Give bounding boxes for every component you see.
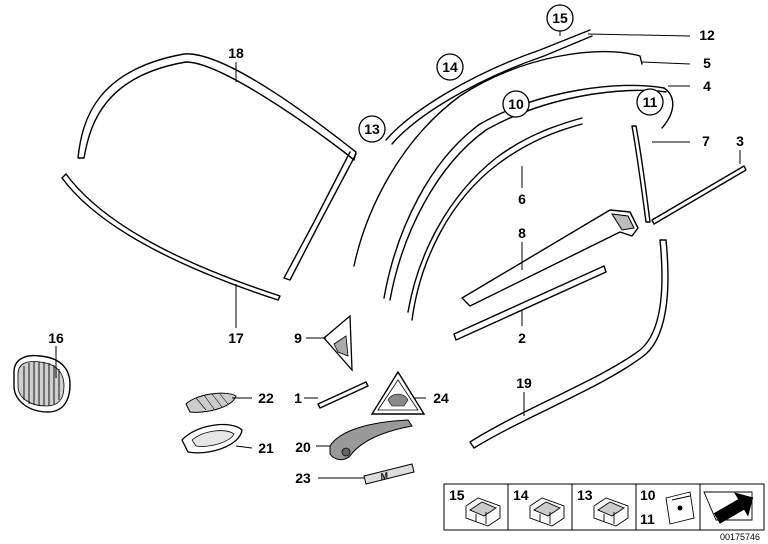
callout-10-label: 10 <box>508 96 524 112</box>
arrow-indicator-icon <box>703 491 754 524</box>
legend-label-11: 11 <box>640 511 655 527</box>
m-emblem-strip: M <box>363 463 415 485</box>
reference-code: 00175746 <box>720 532 760 542</box>
kidney-grille <box>13 354 71 413</box>
warning-triangle-badge <box>370 370 426 415</box>
label-16: 16 <box>48 330 64 346</box>
side-vent-grille <box>185 392 237 413</box>
label-1: 1 <box>294 390 302 406</box>
vent-frame <box>181 423 243 454</box>
label-3: 3 <box>736 133 744 149</box>
label-2: 2 <box>518 330 526 346</box>
window-shaft-strip-rear <box>651 165 747 225</box>
clip-15-drawing <box>465 497 501 527</box>
label-18: 18 <box>228 45 244 61</box>
clip-14-drawing <box>529 497 565 527</box>
b-pillar-strip <box>631 125 651 223</box>
label-6: 6 <box>518 191 526 207</box>
callout-11-label: 11 <box>643 94 658 110</box>
label-24: 24 <box>433 390 449 406</box>
callout-14-label: 14 <box>442 59 458 75</box>
label-23: 23 <box>295 470 311 486</box>
callout-14: 14 <box>436 53 464 81</box>
label-20: 20 <box>295 439 311 455</box>
leader-lines <box>55 26 741 479</box>
windshield-seal-bottom <box>61 173 281 301</box>
callout-11: 11 <box>636 88 664 116</box>
legend-label-13: 13 <box>577 487 593 503</box>
mirror-triangle-cover <box>323 314 353 372</box>
clip-13-drawing <box>593 497 629 527</box>
callout-10: 10 <box>502 90 530 118</box>
roof-moulding-strips <box>353 29 674 321</box>
trim-strip-small <box>317 381 369 409</box>
window-shaft-seal-inner <box>453 265 607 341</box>
label-9: 9 <box>294 330 302 346</box>
clip-legend: 15 14 13 10 11 <box>443 483 765 531</box>
callout-15: 15 <box>546 4 574 32</box>
label-17: 17 <box>228 330 244 346</box>
label-21: 21 <box>258 440 274 456</box>
legend-label-14: 14 <box>513 487 529 503</box>
clip-10-11-drawing <box>665 491 695 525</box>
label-4: 4 <box>703 78 711 94</box>
label-12: 12 <box>699 27 715 43</box>
callout-15-label: 15 <box>552 10 568 26</box>
legend-label-15: 15 <box>449 487 465 503</box>
label-5: 5 <box>703 55 711 71</box>
label-22: 22 <box>258 390 274 406</box>
label-8: 8 <box>518 225 526 241</box>
legend-label-10: 10 <box>640 487 656 503</box>
door-trim-moulding <box>329 419 413 461</box>
label-19: 19 <box>516 375 532 391</box>
window-shaft-seal-outer <box>461 209 639 307</box>
door-seal <box>469 239 669 449</box>
label-7: 7 <box>702 133 710 149</box>
m-emblem-text: M <box>379 470 389 482</box>
windshield-seal-top <box>77 53 357 281</box>
callout-13: 13 <box>358 115 386 143</box>
callout-13-label: 13 <box>364 121 380 137</box>
